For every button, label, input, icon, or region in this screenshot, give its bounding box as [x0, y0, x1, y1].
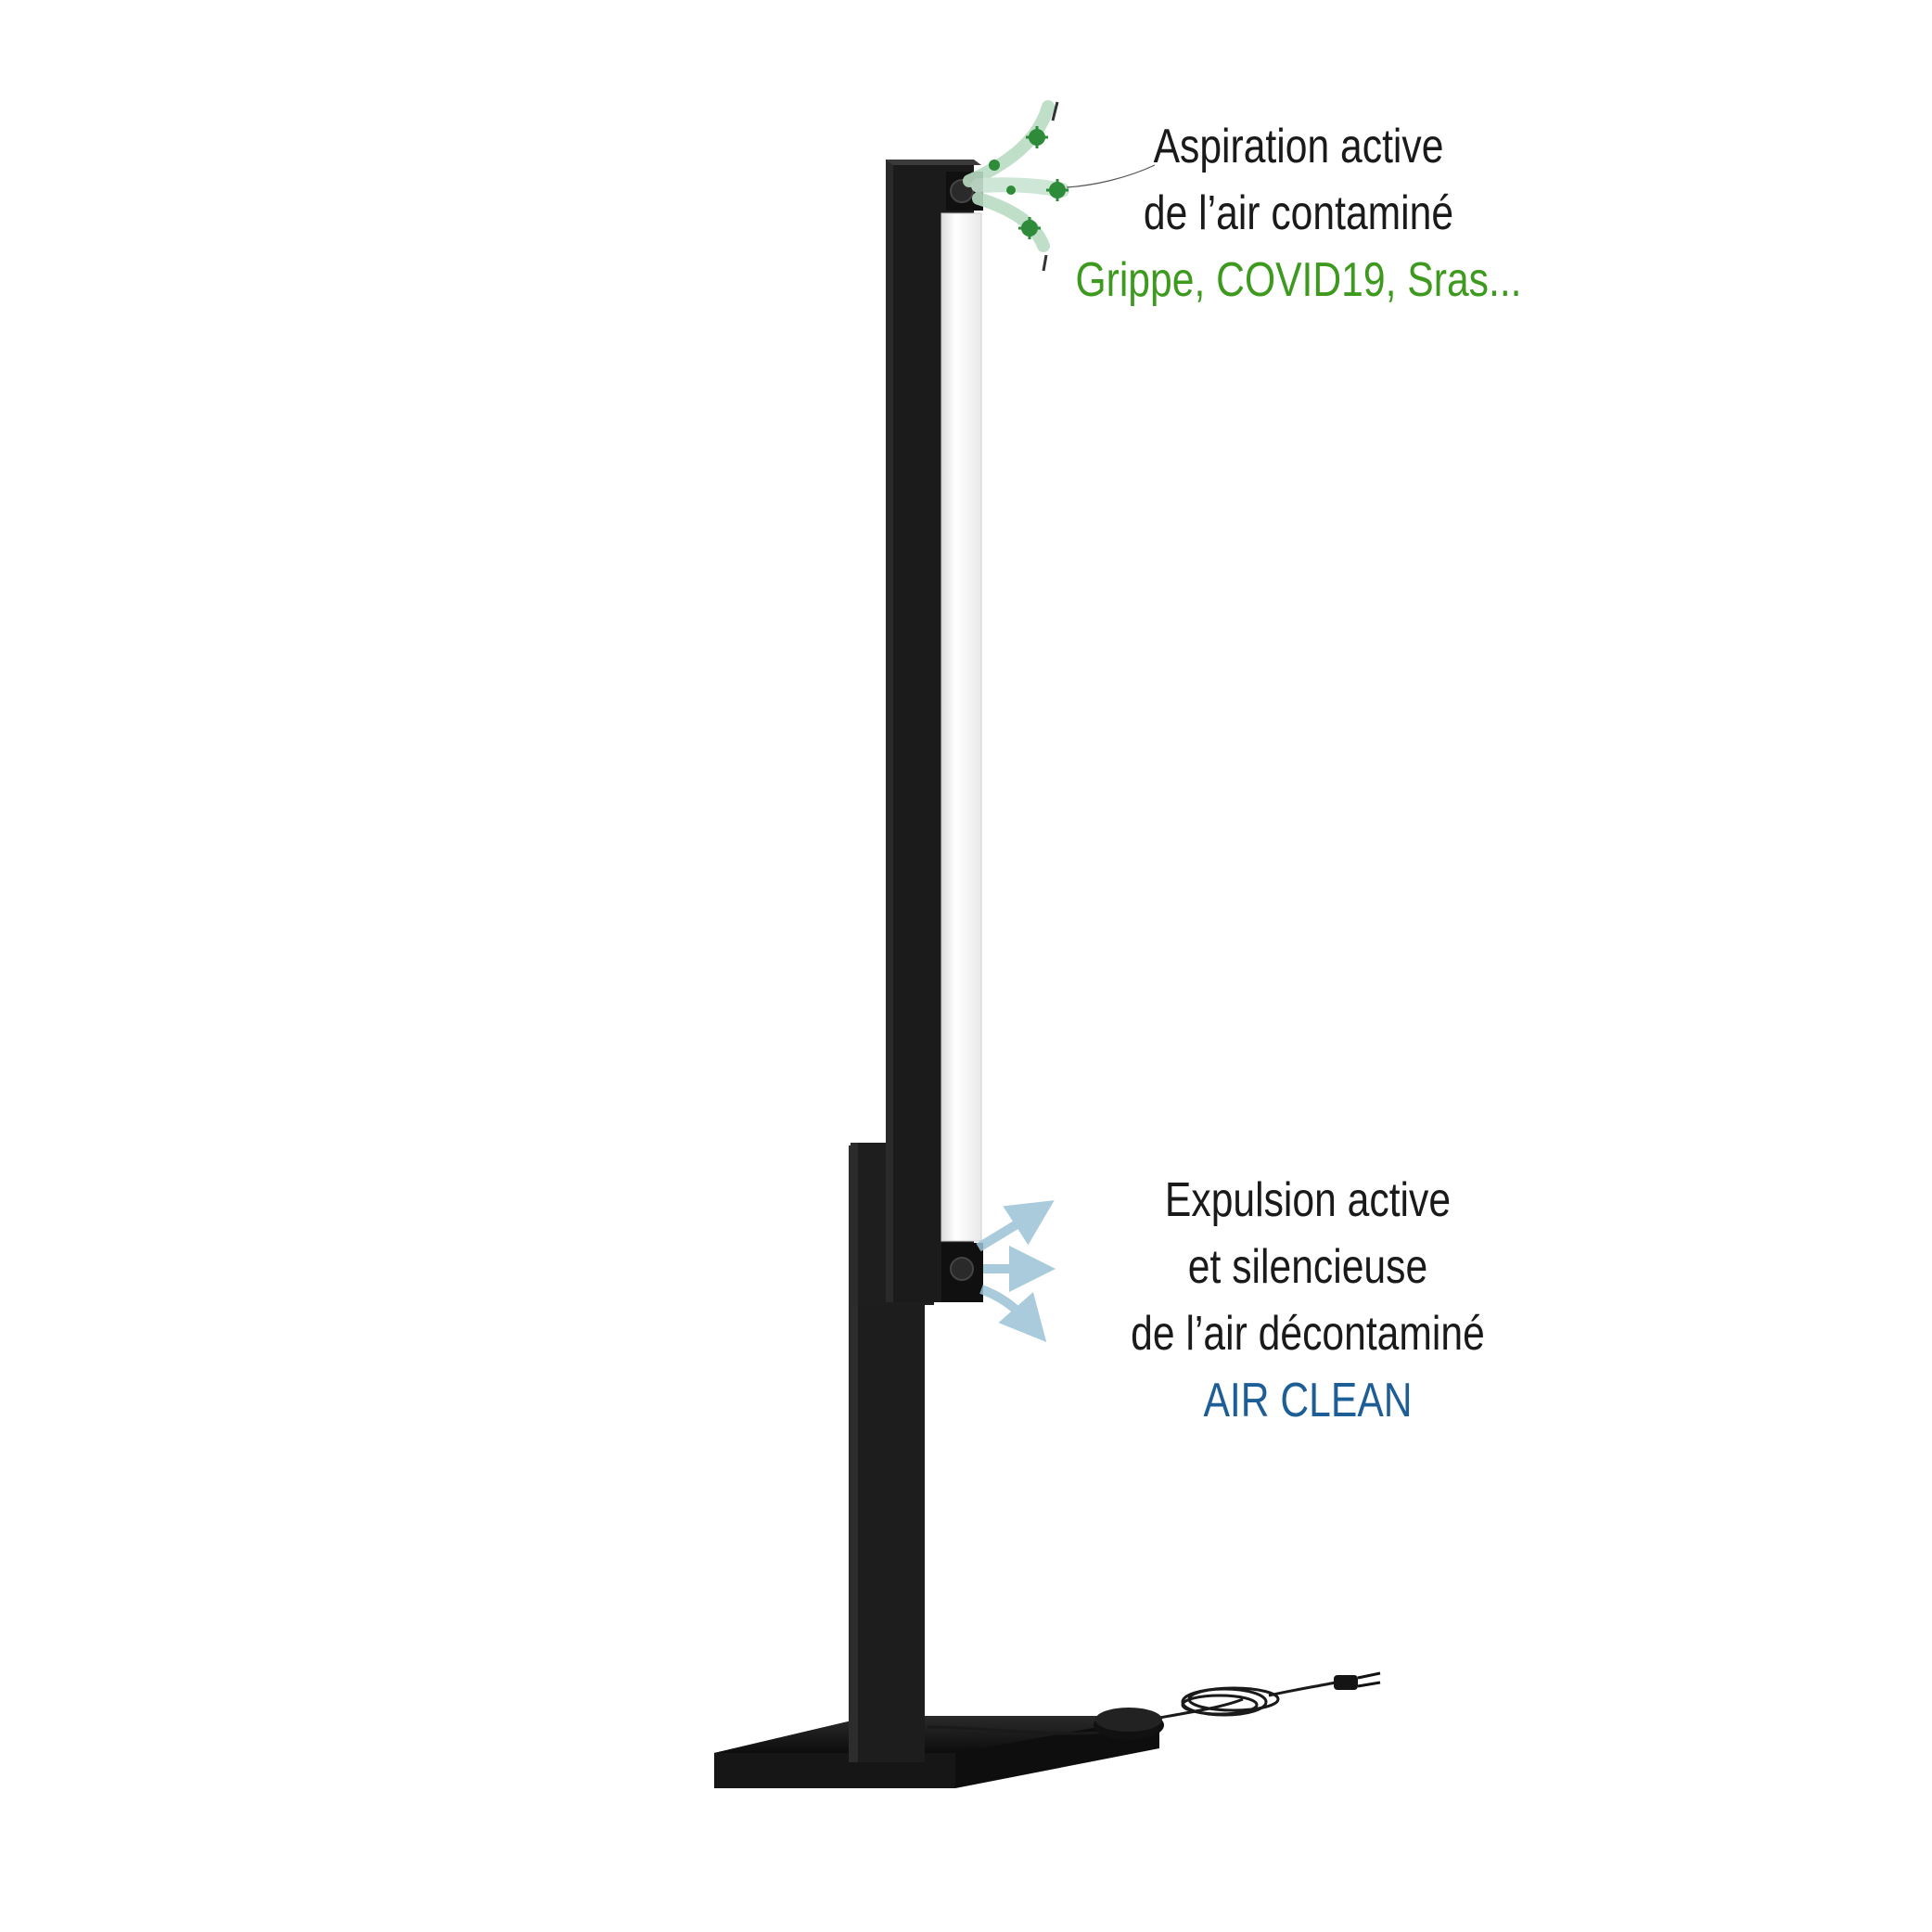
airflow-arrow-icon — [976, 1200, 1056, 1342]
intake-caption-line2: de l’air contaminé — [1143, 186, 1454, 240]
intake-caption-line1: Aspiration active — [1153, 120, 1444, 173]
intake-caption-line3: Grippe, COVID19, Sras... — [1075, 253, 1522, 307]
outflow-caption-line3: de l’air décontaminé — [1131, 1307, 1485, 1361]
outflow-caption-line4: AIR CLEAN — [1203, 1374, 1413, 1427]
outflow-caption: Expulsion active et silencieuse de l’air… — [1076, 1167, 1540, 1434]
outflow-caption-line1: Expulsion active — [1164, 1173, 1452, 1227]
virus-spikes — [1018, 126, 1068, 239]
virus-particle-icon — [989, 129, 1066, 237]
uv-light-panel — [940, 212, 982, 1242]
power-plug — [1334, 1671, 1381, 1690]
inline-foot-switch[interactable] — [1094, 1708, 1164, 1740]
power-cable — [927, 1681, 1337, 1735]
outflow-caption-line2: et silencieuse — [1187, 1240, 1428, 1294]
air-outflow-vent — [941, 1243, 983, 1302]
intake-caption: Aspiration active de l’air contaminé Gri… — [1070, 113, 1527, 313]
